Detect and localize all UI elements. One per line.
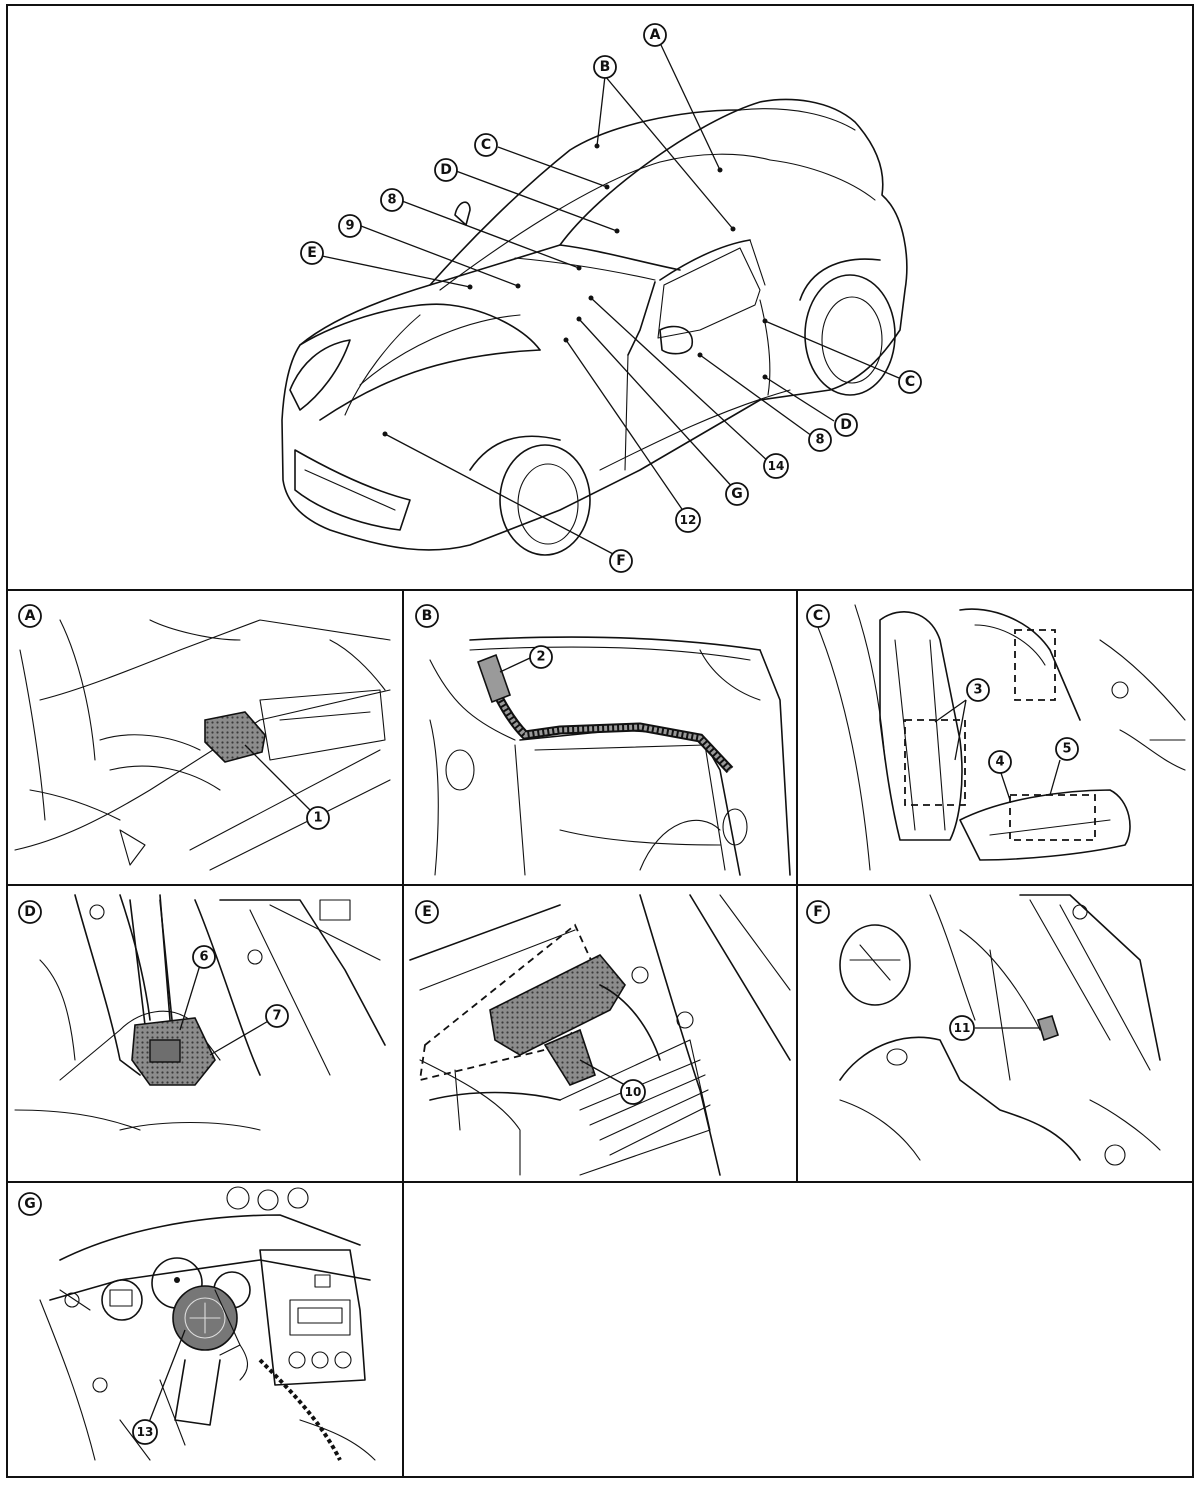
panel-A-label: A	[18, 604, 42, 628]
callout-A: A	[643, 23, 667, 47]
part-11-callout: 11	[949, 1015, 975, 1041]
callout-text: 13	[137, 1425, 154, 1439]
callout-text: 2	[536, 650, 545, 665]
callout-9: 9	[338, 214, 362, 238]
panel-B-label: B	[415, 604, 439, 628]
callout-D-left: D	[434, 158, 458, 182]
callout-text: 6	[199, 950, 208, 965]
callout-text: E	[307, 245, 317, 261]
callout-text: 3	[973, 683, 982, 698]
callout-E: E	[300, 241, 324, 265]
part-5-callout: 5	[1055, 737, 1079, 761]
part-13-callout: 13	[132, 1419, 158, 1445]
panel-G-label: G	[18, 1192, 42, 1216]
callout-text: 8	[387, 193, 396, 208]
part-1-callout: 1	[306, 806, 330, 830]
callout-8-right: 8	[808, 428, 832, 452]
callout-text: F	[616, 553, 626, 569]
callout-text: 9	[345, 219, 354, 234]
callout-C-left: C	[474, 133, 498, 157]
panel-C-label: C	[806, 604, 830, 628]
vehicle-overview-drawing	[281, 98, 908, 556]
callout-text: 14	[768, 459, 785, 473]
callout-text: 5	[1062, 742, 1071, 757]
callout-text: C	[813, 608, 823, 624]
panel-B: B 2	[415, 604, 791, 876]
callout-B: B	[593, 55, 617, 79]
callout-text: G	[24, 1196, 36, 1212]
callout-8-top: 8	[380, 188, 404, 212]
callout-text: 4	[995, 755, 1004, 770]
callout-text: 10	[625, 1085, 642, 1099]
callout-text: A	[25, 608, 36, 624]
diagram-frame	[6, 4, 1194, 1478]
part-3-callout: 3	[966, 678, 990, 702]
panel-F: F 11	[806, 894, 1161, 1166]
callout-text: 7	[272, 1009, 281, 1024]
panel-D-label: D	[18, 900, 42, 924]
callout-12: 12	[675, 507, 701, 533]
callout-text: D	[24, 904, 36, 920]
callout-F: F	[609, 549, 633, 573]
callout-text: G	[731, 486, 743, 502]
callout-text: 8	[815, 433, 824, 448]
panel-D: D 6 7	[14, 894, 386, 1131]
panel-F-label: F	[806, 900, 830, 924]
panel-E: E 10	[409, 894, 791, 1176]
callout-text: B	[600, 59, 611, 75]
overview-callouts: A B C D 8 9 E C D 8 14 G 12 F	[300, 23, 922, 573]
part-6-callout: 6	[192, 945, 216, 969]
part-4-callout: 4	[988, 750, 1012, 774]
part-2-callout: 2	[529, 645, 553, 669]
panel-E-label: E	[415, 900, 439, 924]
callout-text: C	[481, 137, 491, 153]
callout-G: G	[725, 482, 749, 506]
callout-text: C	[905, 374, 915, 390]
callout-text: A	[650, 27, 661, 43]
callout-text: D	[440, 162, 452, 178]
callout-text: E	[422, 904, 432, 920]
part-7-callout: 7	[265, 1004, 289, 1028]
callout-14: 14	[763, 453, 789, 479]
part-10-callout: 10	[620, 1079, 646, 1105]
panel-A: A 1	[14, 604, 391, 871]
callout-text: D	[840, 417, 852, 433]
callout-text: 1	[313, 811, 322, 826]
callout-D-right: D	[834, 413, 858, 437]
callout-text: B	[422, 608, 433, 624]
panel-G: G 13	[18, 1186, 376, 1461]
callout-text: 12	[680, 513, 697, 527]
panel-C: C 3 4 5	[806, 604, 1186, 871]
callout-C-right: C	[898, 370, 922, 394]
callout-text: 11	[954, 1021, 971, 1035]
overview-leader-lines	[321, 44, 900, 556]
callout-text: F	[813, 904, 823, 920]
